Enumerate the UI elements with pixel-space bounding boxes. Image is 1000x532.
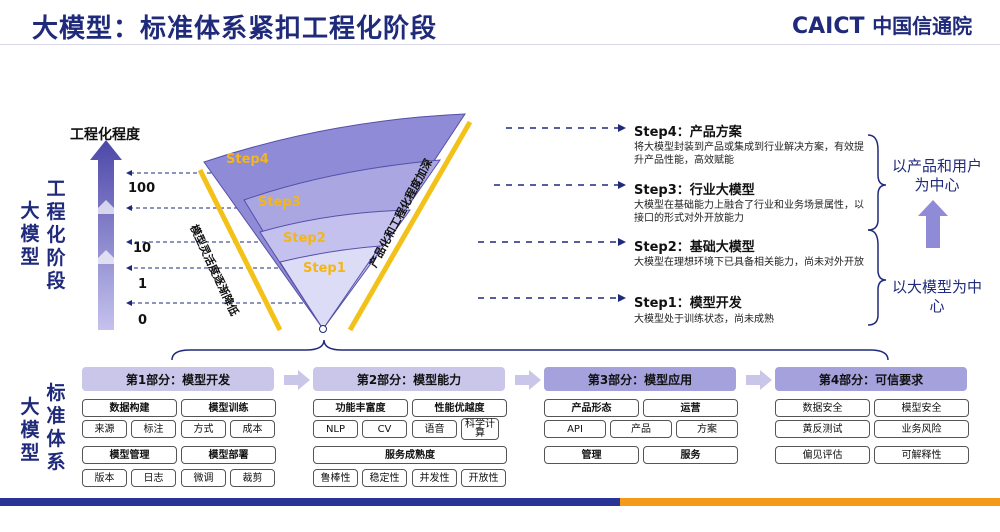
step4-title: Step4：产品方案	[634, 125, 742, 140]
p4-chip: 业务风险	[874, 420, 969, 438]
p4-chip: 模型安全	[874, 399, 969, 417]
p1-chip: 模型部署	[181, 446, 276, 464]
parts-bracket	[171, 339, 889, 361]
p2-chip: 并发性	[412, 469, 457, 487]
part4-header: 第4部分：可信要求	[775, 367, 967, 391]
fan-step4: Step4	[226, 152, 269, 167]
side-label-top: 以产品和用户为中心	[892, 157, 983, 194]
p3-chip: 产品	[610, 420, 672, 438]
fan-step3: Step3	[258, 195, 301, 210]
header-divider	[0, 44, 1000, 45]
footer-bar-navy	[0, 498, 620, 506]
p1-chip: 版本	[82, 469, 127, 487]
axis-title: 工程化程度	[70, 127, 140, 143]
p3-chip: API	[544, 420, 606, 438]
part-arrows	[284, 370, 772, 390]
p1-chip: 微调	[181, 469, 226, 487]
fan-step1: Step1	[303, 261, 346, 276]
footer-bar-orange	[620, 498, 1000, 506]
p4-chip: 黄反测试	[775, 420, 870, 438]
part3-header: 第3部分：模型应用	[544, 367, 736, 391]
p3-chip: 管理	[544, 446, 639, 464]
p2-chip: NLP	[313, 420, 358, 438]
p2-chip: 开放性	[461, 469, 506, 487]
step4-desc: 将大模型封装到产品或集成到行业解决方案，有效提升产品性能，高效赋能	[634, 142, 864, 166]
part2-header: 第2部分：模型能力	[313, 367, 505, 391]
p2-chip: 服务成熟度	[313, 446, 507, 464]
fan-step2: Step2	[283, 231, 326, 246]
tick-0: 0	[138, 313, 148, 328]
stage-label-b: 工 程 化 阶 段	[46, 178, 66, 292]
step3-desc: 大模型在基础能力上融合了行业和业务场景属性，以接口的形式对外开放能力	[634, 200, 864, 224]
step3-title: Step3：行业大模型	[634, 183, 755, 198]
p1-chip: 来源	[82, 420, 127, 438]
step1-title: Step1：模型开发	[634, 296, 742, 311]
p1-chip: 模型训练	[181, 399, 276, 417]
tick-10: 10	[133, 241, 152, 256]
p1-chip: 方式	[181, 420, 226, 438]
p2-chip: 性能优越度	[412, 399, 507, 417]
side-brackets	[867, 134, 948, 326]
p4-chip: 可解释性	[874, 446, 969, 464]
logo-brand: CAICT	[792, 14, 865, 39]
fan-diagram	[126, 113, 473, 333]
tick-1: 1	[138, 277, 148, 292]
step-arrows	[478, 124, 626, 302]
page-title: 大模型：标准体系紧扣工程化阶段	[32, 14, 438, 44]
p1-chip: 裁剪	[230, 469, 275, 487]
step2-desc: 大模型在理想环境下已具备相关能力，尚未对外开放	[634, 257, 864, 268]
tick-100: 100	[128, 181, 156, 196]
p1-chip: 标注	[131, 420, 176, 438]
p4-chip: 数据安全	[775, 399, 870, 417]
logo: CAICT 中国信通院	[792, 10, 972, 39]
p3-chip: 运营	[643, 399, 738, 417]
std-label-a: 大 模型	[20, 396, 40, 464]
p3-chip: 产品形态	[544, 399, 639, 417]
p1-chip: 日志	[131, 469, 176, 487]
logo-name: 中国信通院	[872, 14, 973, 38]
p2-chip: 功能丰富度	[313, 399, 408, 417]
p1-chip: 模型管理	[82, 446, 177, 464]
p4-chip: 偏见评估	[775, 446, 870, 464]
p1-chip: 成本	[230, 420, 275, 438]
p2-chip: 语音	[412, 420, 457, 438]
p2-chip: 鲁棒性	[313, 469, 358, 487]
p1-chip: 数据构建	[82, 399, 177, 417]
side-label-bottom: 以大模型为中心	[892, 278, 983, 315]
step2-title: Step2：基础大模型	[634, 240, 755, 255]
p3-chip: 服务	[643, 446, 738, 464]
stage-label-a: 大 模型	[20, 200, 40, 268]
p2-chip: 稳定性	[362, 469, 407, 487]
axis-arrow	[90, 140, 122, 330]
part1-header: 第1部分：模型开发	[82, 367, 274, 391]
p2-chip: 科学计算	[461, 418, 499, 440]
step1-desc: 大模型处于训练状态，尚未成熟	[634, 314, 774, 325]
std-label-b: 标 准 体 系	[46, 382, 66, 473]
p3-chip: 方案	[676, 420, 738, 438]
p2-chip: CV	[362, 420, 407, 438]
